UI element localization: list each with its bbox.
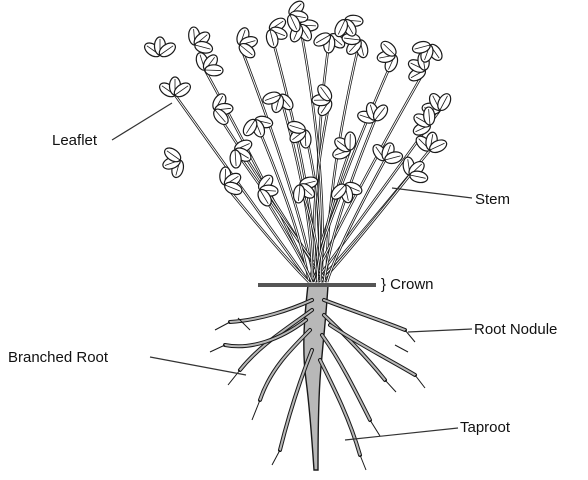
rootlet	[210, 345, 225, 352]
leaflet	[205, 65, 223, 77]
crown-bar	[258, 283, 376, 287]
leaflet	[293, 184, 306, 203]
crown-label: } Crown	[381, 277, 434, 292]
roots-group	[210, 285, 425, 470]
taproot-label: Taproot	[460, 420, 510, 435]
leaflet	[409, 170, 429, 185]
rootlet	[385, 380, 396, 392]
rootlet	[252, 400, 260, 420]
root-nodule-label: Root Nodule	[474, 322, 557, 337]
rootlet	[272, 450, 280, 465]
rootlet	[395, 345, 408, 352]
branched-root-leader-line	[150, 357, 246, 375]
stem-label: Stem	[475, 192, 510, 207]
root-nodule-leader-line	[408, 329, 472, 332]
rootlet	[415, 375, 425, 388]
rootlet	[360, 455, 366, 470]
leaflet-label: Leaflet	[52, 133, 97, 148]
stem-leader-line	[392, 188, 472, 198]
leaflet	[345, 132, 356, 150]
rootlet	[370, 420, 380, 436]
rootlet	[215, 322, 230, 330]
leaflet-leader-line	[112, 103, 172, 140]
taproot-leader-line	[345, 428, 458, 440]
branched-root-label: Branched Root	[8, 350, 108, 365]
